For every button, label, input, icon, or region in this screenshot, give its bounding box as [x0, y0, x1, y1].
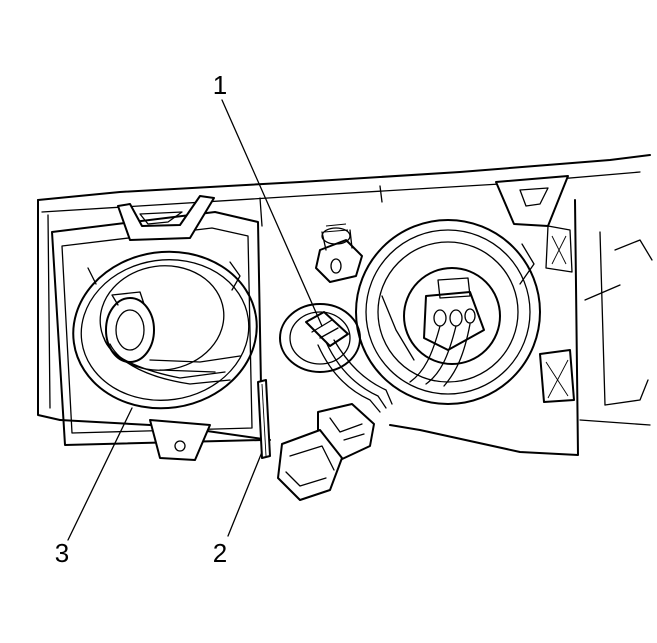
upper-mounting-bracket — [495, 175, 573, 273]
lower-mounting-bracket — [539, 349, 575, 403]
callout-2-label: 2 — [213, 538, 227, 568]
headlamp-housing — [37, 154, 653, 456]
left-lamp-bezel — [51, 195, 263, 461]
electrical-connector — [277, 403, 375, 501]
aim-adjuster-screw — [315, 223, 363, 283]
callout-3-label: 3 — [55, 538, 69, 568]
leader-lines — [67, 99, 323, 541]
callout-1-label: 1 — [213, 70, 227, 100]
wiring-harness — [317, 339, 393, 413]
connector-seal — [257, 379, 271, 459]
left-headlamp-bulb-assembly — [72, 250, 258, 410]
right-headlamp-bulb-assembly — [355, 219, 541, 405]
wire-grommet — [279, 303, 361, 373]
